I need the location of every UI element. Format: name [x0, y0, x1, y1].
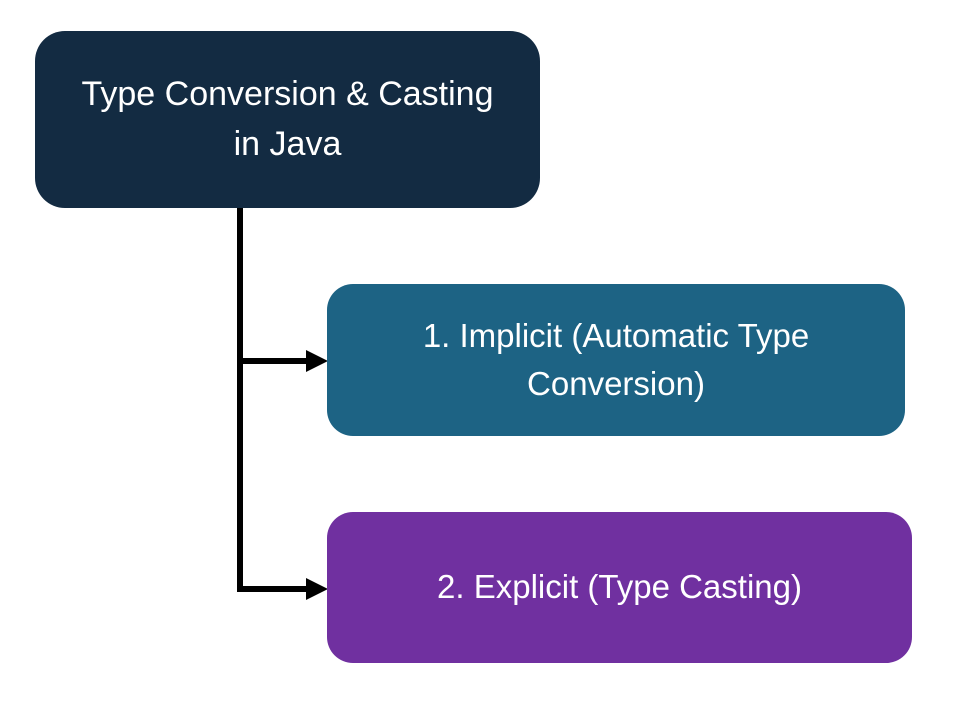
node-type-conversion-title: Type Conversion & Casting in Java	[35, 31, 540, 208]
node-explicit-label: 2. Explicit (Type Casting)	[437, 568, 802, 606]
node-explicit-casting: 2. Explicit (Type Casting)	[327, 512, 912, 663]
arrowhead-explicit-icon	[306, 578, 328, 600]
node-implicit-label: 1. Implicit (Automatic Type Conversion)	[422, 316, 810, 403]
node-implicit-conversion: 1. Implicit (Automatic Type Conversion)	[327, 284, 905, 436]
node-type-conversion-label: Type Conversion & Casting in Java	[81, 74, 494, 163]
arrowhead-implicit-icon	[306, 350, 328, 372]
